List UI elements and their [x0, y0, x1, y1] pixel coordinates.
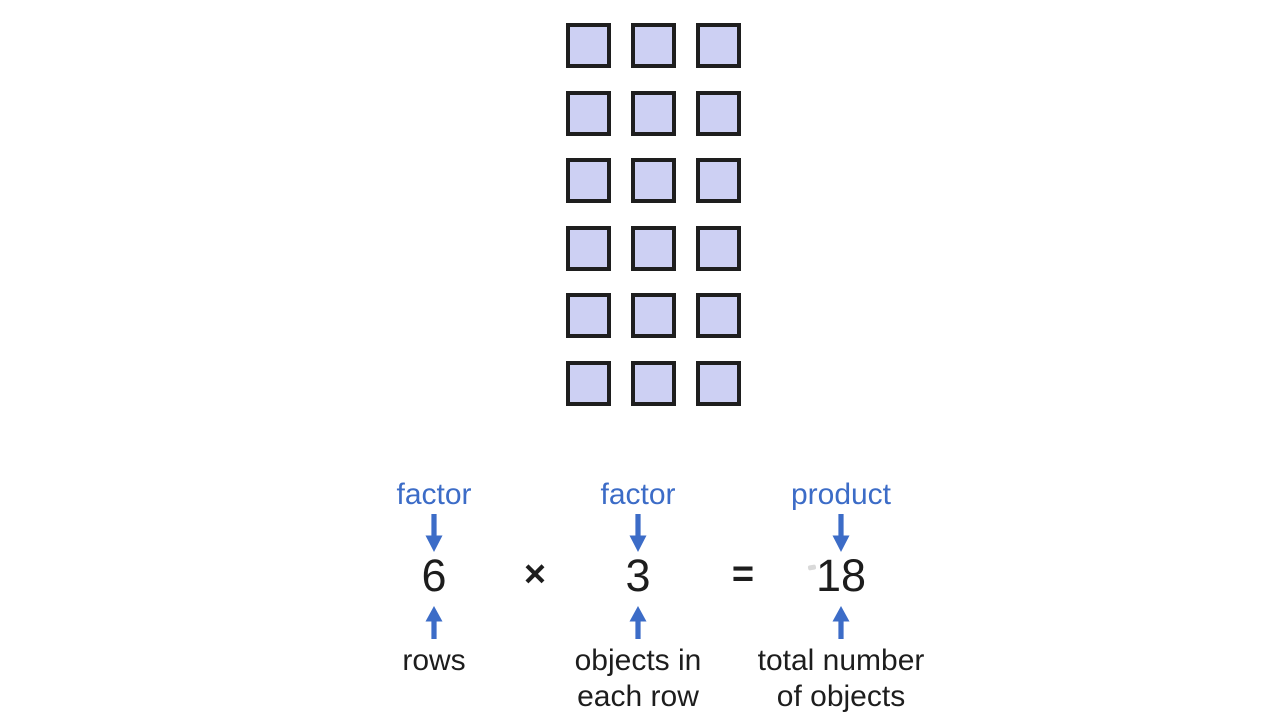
caption-line: objects in	[574, 644, 702, 677]
factor-1-column: factor 6 rows	[344, 478, 524, 679]
array-square	[566, 225, 611, 271]
array-square	[696, 360, 741, 406]
array-square	[566, 293, 611, 338]
multiply-sign: ×	[523, 553, 547, 596]
caption-objects-in-each-row: objects in each row	[575, 643, 702, 715]
array-square	[631, 360, 676, 406]
up-arrow-icon	[425, 606, 443, 639]
array-square	[696, 293, 741, 338]
array-grid	[566, 23, 741, 406]
caption-line: total number	[757, 644, 925, 677]
factor-2-label: factor	[600, 478, 676, 511]
caption-line: each row	[577, 680, 699, 713]
product-value: 18	[815, 550, 867, 601]
array-square	[631, 90, 676, 136]
array-square	[631, 158, 676, 203]
factor-1-value: 6	[421, 550, 447, 601]
caption-rows: rows	[402, 643, 465, 679]
array-square	[696, 23, 741, 68]
array-square	[631, 293, 676, 338]
caption-total-number-of-objects: total number of objects	[758, 643, 925, 715]
array-square	[696, 90, 741, 136]
factor-2-value: 3	[625, 550, 651, 601]
factor-2-column: factor 3 objects in each row	[538, 478, 738, 715]
array-square	[566, 360, 611, 406]
caption-line: rows	[402, 644, 466, 677]
up-arrow-icon	[832, 606, 850, 639]
array-square	[566, 23, 611, 68]
caption-line: of objects	[776, 680, 906, 713]
array-square	[566, 158, 611, 203]
down-arrow-icon	[425, 514, 443, 552]
array-square	[631, 225, 676, 271]
up-arrow-icon	[629, 606, 647, 639]
array-square	[566, 90, 611, 136]
array-square	[696, 158, 741, 203]
product-label: product	[790, 478, 892, 511]
factor-1-label: factor	[396, 478, 472, 511]
product-column: product 18 total number of objects	[721, 478, 961, 715]
equals-sign: =	[731, 553, 755, 596]
down-arrow-icon	[629, 514, 647, 552]
array-square	[696, 225, 741, 271]
array-square	[631, 23, 676, 68]
down-arrow-icon	[832, 514, 850, 552]
